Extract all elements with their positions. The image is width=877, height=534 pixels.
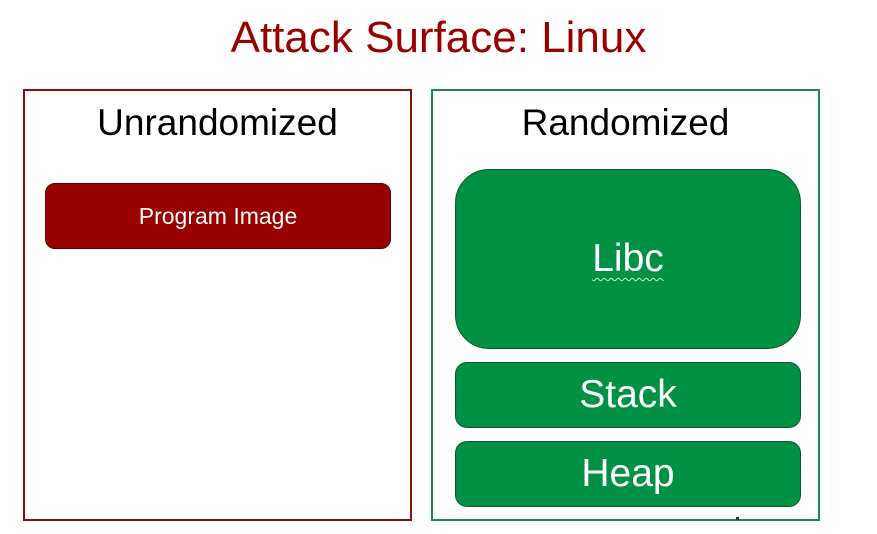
unrandomized-panel: Unrandomized Program Image [23,89,412,521]
unrandomized-heading: Unrandomized [97,102,338,143]
randomized-heading: Randomized [521,102,730,143]
program-image-block: Program Image [45,183,391,249]
heap-label: Heap [581,452,675,495]
libc-label: Libc [592,237,664,280]
slide-title: Attack Surface: Linux [230,13,647,62]
program-image-label: Program Image [138,202,298,229]
libc-block: Libc [455,169,801,349]
stack-label: Stack [579,373,677,416]
randomized-panel: Randomized Libc Stack Heap [431,89,820,521]
stray-dot [736,517,739,520]
stack-block: Stack [455,362,801,428]
heap-block: Heap [455,441,801,507]
